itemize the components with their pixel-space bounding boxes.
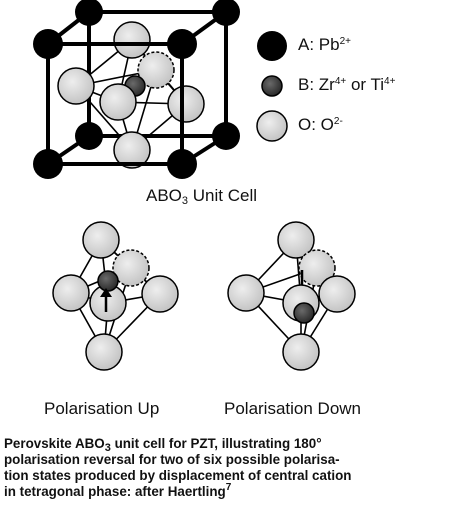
down-oxygen-back bbox=[298, 249, 336, 287]
unit-cell-title-suffix: Unit Cell bbox=[188, 186, 257, 205]
caption-line-2: polarisation reversal for two of six pos… bbox=[4, 452, 340, 467]
oxygen-front bbox=[99, 83, 137, 121]
unit-cell-title: ABO3 Unit Cell bbox=[146, 186, 257, 207]
up-oxygen-bottom bbox=[85, 333, 123, 371]
caption-text-1: Perovskite ABO bbox=[4, 436, 105, 451]
legend-a-label: A: Pb2+ bbox=[298, 35, 351, 55]
legend-b-label: B: Zr4+ or Ti4+ bbox=[298, 75, 395, 95]
down-oxygen-right bbox=[318, 275, 356, 313]
down-b-cation bbox=[293, 302, 315, 324]
caption-subscript: 3 bbox=[104, 442, 111, 454]
oxygen-back bbox=[137, 51, 175, 89]
caption-line-3: tion states produced by displacement of … bbox=[4, 468, 352, 483]
caption-text-4: in tetragonal phase: after Haertling bbox=[4, 484, 226, 499]
legend-b-charge-ti: 4+ bbox=[384, 76, 396, 87]
figure-caption: Perovskite ABO3 unit cell for PZT, illus… bbox=[4, 436, 470, 500]
octahedron-polarisation-up bbox=[52, 221, 179, 371]
a-ion-front-corners bbox=[33, 29, 197, 179]
caption-line-4: in tetragonal phase: after Haertling7 bbox=[4, 482, 470, 500]
legend-o-charge: 2- bbox=[333, 116, 343, 127]
caption-text-2: unit cell for PZT, illustrating 180° bbox=[110, 436, 322, 451]
polarisation-up-label: Polarisation Up bbox=[44, 399, 160, 418]
polarisation-down-label: Polarisation Down bbox=[224, 399, 362, 418]
octahedron-polarisation-down bbox=[227, 221, 356, 371]
abo3-unit-cell bbox=[33, 0, 240, 179]
oxygen-top bbox=[113, 21, 151, 59]
legend-b-charge-zr: 4+ bbox=[334, 76, 347, 87]
legend-b-or-ti: or Ti bbox=[346, 75, 385, 94]
caption-line-1: Perovskite ABO3 unit cell for PZT, illus… bbox=[4, 436, 470, 454]
down-oxygen-left bbox=[227, 274, 265, 312]
down-oxygen-bottom bbox=[282, 333, 320, 371]
down-oxygen-top bbox=[277, 221, 315, 259]
legend-a-symbol bbox=[257, 31, 287, 61]
legend-b-text: B: Zr bbox=[298, 75, 335, 94]
up-oxygen-right bbox=[141, 275, 179, 313]
up-oxygen-top bbox=[82, 221, 120, 259]
oxygen-bottom bbox=[113, 131, 151, 169]
oxygen-left bbox=[57, 67, 95, 105]
unit-cell-title-subscript: 3 bbox=[181, 195, 189, 207]
unit-cell-back-edges bbox=[87, 10, 228, 138]
legend-a-charge: 2+ bbox=[339, 36, 351, 47]
up-oxygen-back bbox=[112, 249, 150, 287]
legend-o-label: O: O2- bbox=[298, 115, 343, 135]
legend-o-text: O: O bbox=[298, 115, 334, 134]
caption-reference: 7 bbox=[225, 482, 232, 493]
legend-o-symbol bbox=[256, 110, 288, 142]
unit-cell-front-edges bbox=[46, 10, 228, 166]
up-oxygen-left bbox=[52, 274, 90, 312]
up-b-cation bbox=[97, 270, 119, 292]
legend-a-text: A: Pb bbox=[298, 35, 340, 54]
legend-b-symbol bbox=[261, 75, 283, 97]
oxygen-right bbox=[167, 85, 205, 123]
up-arrow bbox=[100, 288, 112, 312]
unit-cell-title-formula: ABO bbox=[146, 186, 182, 205]
